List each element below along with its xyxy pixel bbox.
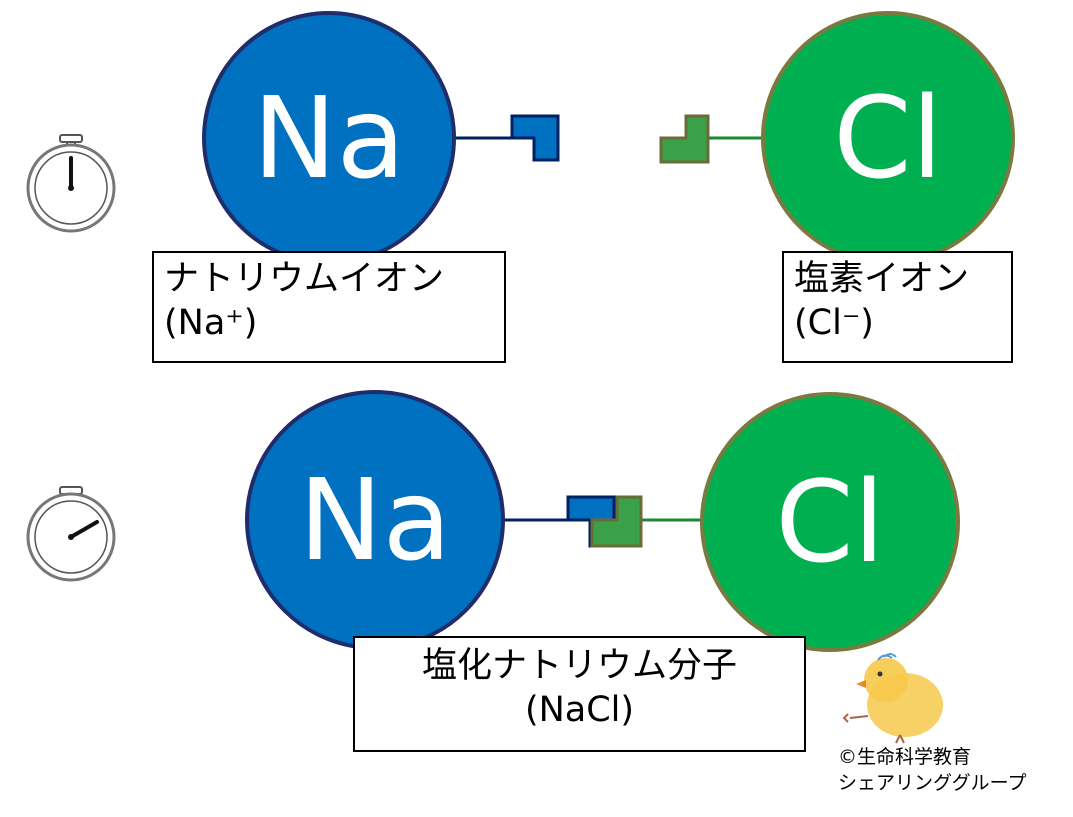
sodium-chloride-label: 塩化ナトリウム分子 (NaCl) [353, 636, 806, 752]
sodium-ion-label-name: ナトリウムイオン [164, 259, 445, 299]
stopwatch-icon [26, 486, 116, 582]
chlorine-symbol-top: Cl [833, 74, 942, 204]
sodium-bond-connector-top [510, 114, 560, 162]
chlorine-atom-bottom [700, 392, 960, 652]
credit-line-2: シェアリンググループ [838, 772, 1027, 794]
chlorine-symbol-bottom: Cl [775, 458, 884, 588]
sodium-ion-label-formula: (Na⁺) [164, 303, 258, 343]
chick-icon [842, 653, 943, 744]
chloride-ion-label: 塩素イオン (Cl⁻) [782, 251, 1013, 363]
top-row: Na Cl [26, 11, 1015, 265]
sodium-chloride-label-formula: (NaCl) [524, 690, 635, 730]
sodium-symbol-bottom: Na [299, 456, 451, 586]
chloride-ion-label-formula: (Cl⁻) [794, 303, 874, 343]
credit-line-1: ©生命科学教育 [838, 746, 972, 768]
sodium-ion-label: ナトリウムイオン (Na⁺) [152, 251, 506, 363]
sodium-symbol-top: Na [253, 74, 405, 204]
copyright-credit: ©生命科学教育 シェアリンググループ [838, 744, 1026, 796]
stopwatch-icon [26, 134, 116, 233]
stopwatch-hand [69, 520, 99, 539]
bottom-row: Na Cl [26, 390, 960, 652]
chlorine-bond-connector-bottom [590, 495, 643, 548]
chloride-ion-label-name: 塩素イオン [794, 259, 970, 299]
chlorine-bond-connector-top [659, 114, 710, 164]
sodium-chloride-label-name: 塩化ナトリウム分子 [421, 646, 737, 686]
